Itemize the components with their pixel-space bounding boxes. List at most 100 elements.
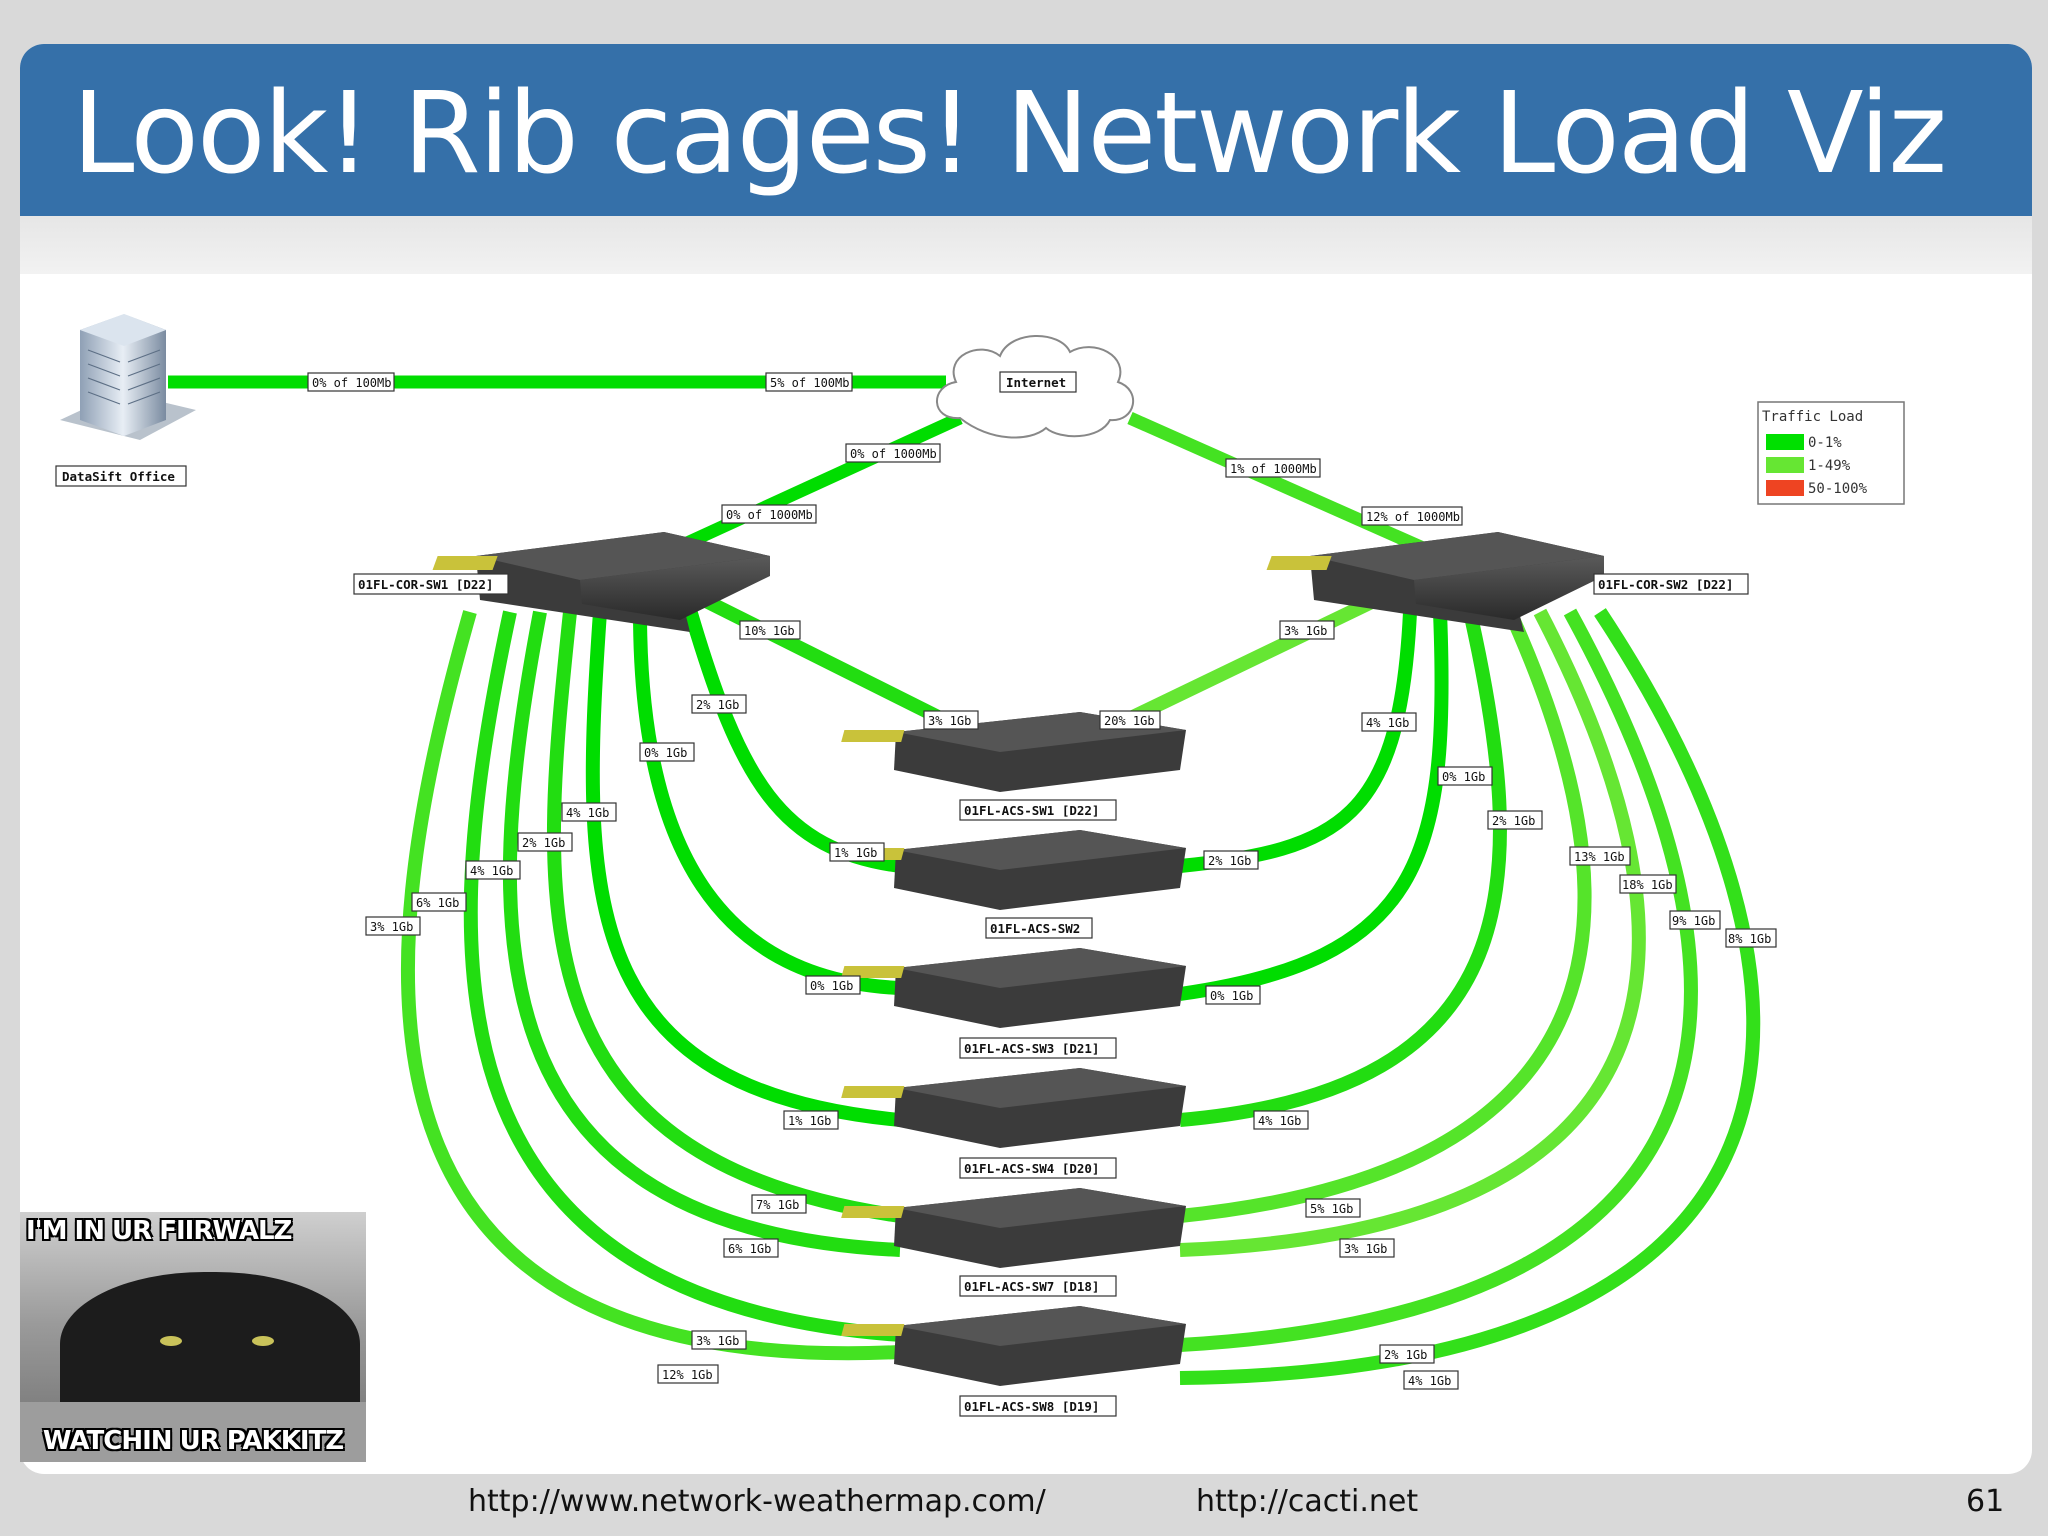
svg-text:5% of 100Mb: 5% of 100Mb [770, 376, 849, 390]
link-label: 4% 1Gb [561, 802, 617, 822]
legend-item-label: 1-49% [1808, 458, 1851, 474]
office-building-icon [60, 314, 196, 440]
core-switch-2-icon [1266, 532, 1604, 632]
link-core2-acs1 [1106, 591, 1384, 735]
svg-text:2% 1Gb: 2% 1Gb [522, 836, 565, 850]
svg-text:8% 1Gb: 8% 1Gb [1728, 932, 1771, 946]
traffic-legend: Traffic Load 0-1% 1-49% 50-100% [1757, 401, 1905, 505]
legend-item-label: 0-1% [1808, 435, 1842, 451]
link-core1-acs7c [502, 610, 901, 1257]
legend-title: Traffic Load [1762, 409, 1863, 425]
access-switch-3-label: 01FL-ACS-SW3 [D21] [959, 1037, 1117, 1059]
link-label: 20% 1Gb [1099, 710, 1161, 730]
svg-text:01FL-COR-SW1 [D22]: 01FL-COR-SW1 [D22] [358, 577, 493, 592]
desk [20, 1402, 366, 1462]
svg-text:12% of 1000Mb: 12% of 1000Mb [1366, 510, 1460, 524]
link-label: 2% 1Gb [517, 832, 573, 852]
link-label: 2% 1Gb [1379, 1344, 1435, 1364]
svg-text:18% 1Gb: 18% 1Gb [1622, 878, 1673, 892]
link-core1-acs8 [463, 610, 901, 1342]
link-core1-acs7 [546, 611, 901, 1223]
link-label: 0% of 1000Mb [845, 443, 941, 463]
svg-text:20% 1Gb: 20% 1Gb [1104, 714, 1155, 728]
footer-link-cacti[interactable]: http://cacti.net [1196, 1484, 1419, 1519]
svg-text:4% 1Gb: 4% 1Gb [470, 864, 513, 878]
link-internet-core2 [1127, 412, 1453, 566]
link-internet-core1 [647, 412, 963, 566]
core-switch-1-icon [432, 532, 770, 632]
link-core2-acs4 [1179, 610, 1507, 1127]
svg-text:2% 1Gb: 2% 1Gb [1492, 814, 1535, 828]
header-divider [20, 216, 2032, 274]
svg-text:6% 1Gb: 6% 1Gb [728, 1242, 771, 1256]
legend-swatch [1766, 434, 1804, 450]
svg-text:01FL-ACS-SW7 [D18]: 01FL-ACS-SW7 [D18] [964, 1279, 1099, 1294]
link-label: 2% 1Gb [1487, 810, 1543, 830]
svg-text:4% 1Gb: 4% 1Gb [1258, 1114, 1301, 1128]
link-label: 6% 1Gb [411, 892, 467, 912]
svg-text:4% 1Gb: 4% 1Gb [1366, 716, 1409, 730]
link-label: 0% 1Gb [1205, 985, 1261, 1005]
title-bar: Look! Rib cages! Network Load Viz [20, 44, 2032, 216]
link-label: 9% 1Gb [1669, 910, 1721, 930]
svg-text:01FL-ACS-SW8 [D19]: 01FL-ACS-SW8 [D19] [964, 1399, 1099, 1414]
svg-text:0% 1Gb: 0% 1Gb [1210, 989, 1253, 1003]
link-label: 5% 1Gb [1305, 1198, 1361, 1218]
svg-text:01FL-ACS-SW1 [D22]: 01FL-ACS-SW1 [D22] [964, 803, 1099, 818]
svg-text:9% 1Gb: 9% 1Gb [1672, 914, 1715, 928]
svg-text:0% 1Gb: 0% 1Gb [644, 746, 687, 760]
meme-top-caption: I'M IN UR FIIRWALZ [26, 1216, 292, 1246]
link-label: 10% 1Gb [739, 620, 801, 640]
link-core2-acs8 [1179, 608, 1698, 1352]
link-label: 4% 1Gb [1403, 1370, 1459, 1390]
link-label: 3% 1Gb [1339, 1238, 1395, 1258]
svg-text:3% 1Gb: 3% 1Gb [1344, 1242, 1387, 1256]
svg-text:Internet: Internet [1006, 375, 1066, 390]
svg-text:0% 1Gb: 0% 1Gb [810, 979, 853, 993]
cat-silhouette [60, 1272, 360, 1422]
footer-link-weathermap[interactable]: http://www.network-weathermap.com/ [468, 1484, 1046, 1519]
slide-title: Look! Rib cages! Network Load Viz [72, 69, 1947, 199]
svg-text:4% 1Gb: 4% 1Gb [1408, 1374, 1451, 1388]
internet-label: Internet [999, 371, 1077, 393]
legend-item-label: 50-100% [1808, 481, 1868, 497]
link-label: 12% of 1000Mb [1361, 506, 1463, 526]
svg-text:7% 1Gb: 7% 1Gb [756, 1198, 799, 1212]
link-label: 12% 1Gb [657, 1364, 719, 1384]
svg-text:01FL-ACS-SW2: 01FL-ACS-SW2 [990, 921, 1080, 936]
svg-text:3% 1Gb: 3% 1Gb [1284, 624, 1327, 638]
link-label: 4% 1Gb [1253, 1110, 1309, 1130]
link-label: 0% of 1000Mb [721, 504, 817, 524]
svg-text:01FL-COR-SW2 [D22]: 01FL-COR-SW2 [D22] [1598, 577, 1733, 592]
link-label: 3% 1Gb [923, 710, 979, 730]
svg-text:1% 1Gb: 1% 1Gb [834, 846, 877, 860]
svg-text:0% of 100Mb: 0% of 100Mb [312, 376, 391, 390]
meme-bottom-caption: WATCHIN UR PAKKITZ [42, 1426, 344, 1456]
access-switch-1-label: 01FL-ACS-SW1 [D22] [959, 799, 1117, 821]
link-core1-acs1 [696, 591, 964, 735]
link-label: 1% 1Gb [829, 842, 885, 862]
link-label: 5% of 100Mb [765, 372, 853, 392]
svg-text:13% 1Gb: 13% 1Gb [1574, 850, 1625, 864]
svg-text:1% of 1000Mb: 1% of 1000Mb [1230, 462, 1317, 476]
link-core1-acs8c [400, 610, 901, 1361]
svg-text:3% 1Gb: 3% 1Gb [696, 1334, 739, 1348]
svg-text:2% 1Gb: 2% 1Gb [1384, 1348, 1427, 1362]
svg-text:0% 1Gb: 0% 1Gb [1442, 770, 1485, 784]
link-label: 0% 1Gb [805, 975, 861, 995]
legend-swatch [1766, 480, 1804, 496]
link-label: 3% 1Gb [1279, 620, 1335, 640]
core-switch-2-label: 01FL-COR-SW2 [D22] [1593, 573, 1749, 595]
access-switch-3-icon [841, 948, 1186, 1028]
svg-text:3% 1Gb: 3% 1Gb [370, 920, 413, 934]
svg-text:DataSift Office: DataSift Office [62, 469, 175, 484]
link-core2-acs3 [1179, 611, 1449, 1001]
link-label: 18% 1Gb [1619, 874, 1677, 894]
svg-text:1% 1Gb: 1% 1Gb [788, 1114, 831, 1128]
svg-text:0% of 1000Mb: 0% of 1000Mb [850, 447, 937, 461]
svg-text:01FL-ACS-SW4 [D20]: 01FL-ACS-SW4 [D20] [964, 1161, 1099, 1176]
svg-text:4% 1Gb: 4% 1Gb [566, 806, 609, 820]
access-switch-4-icon [841, 1068, 1186, 1148]
access-switch-8-icon [841, 1306, 1186, 1386]
